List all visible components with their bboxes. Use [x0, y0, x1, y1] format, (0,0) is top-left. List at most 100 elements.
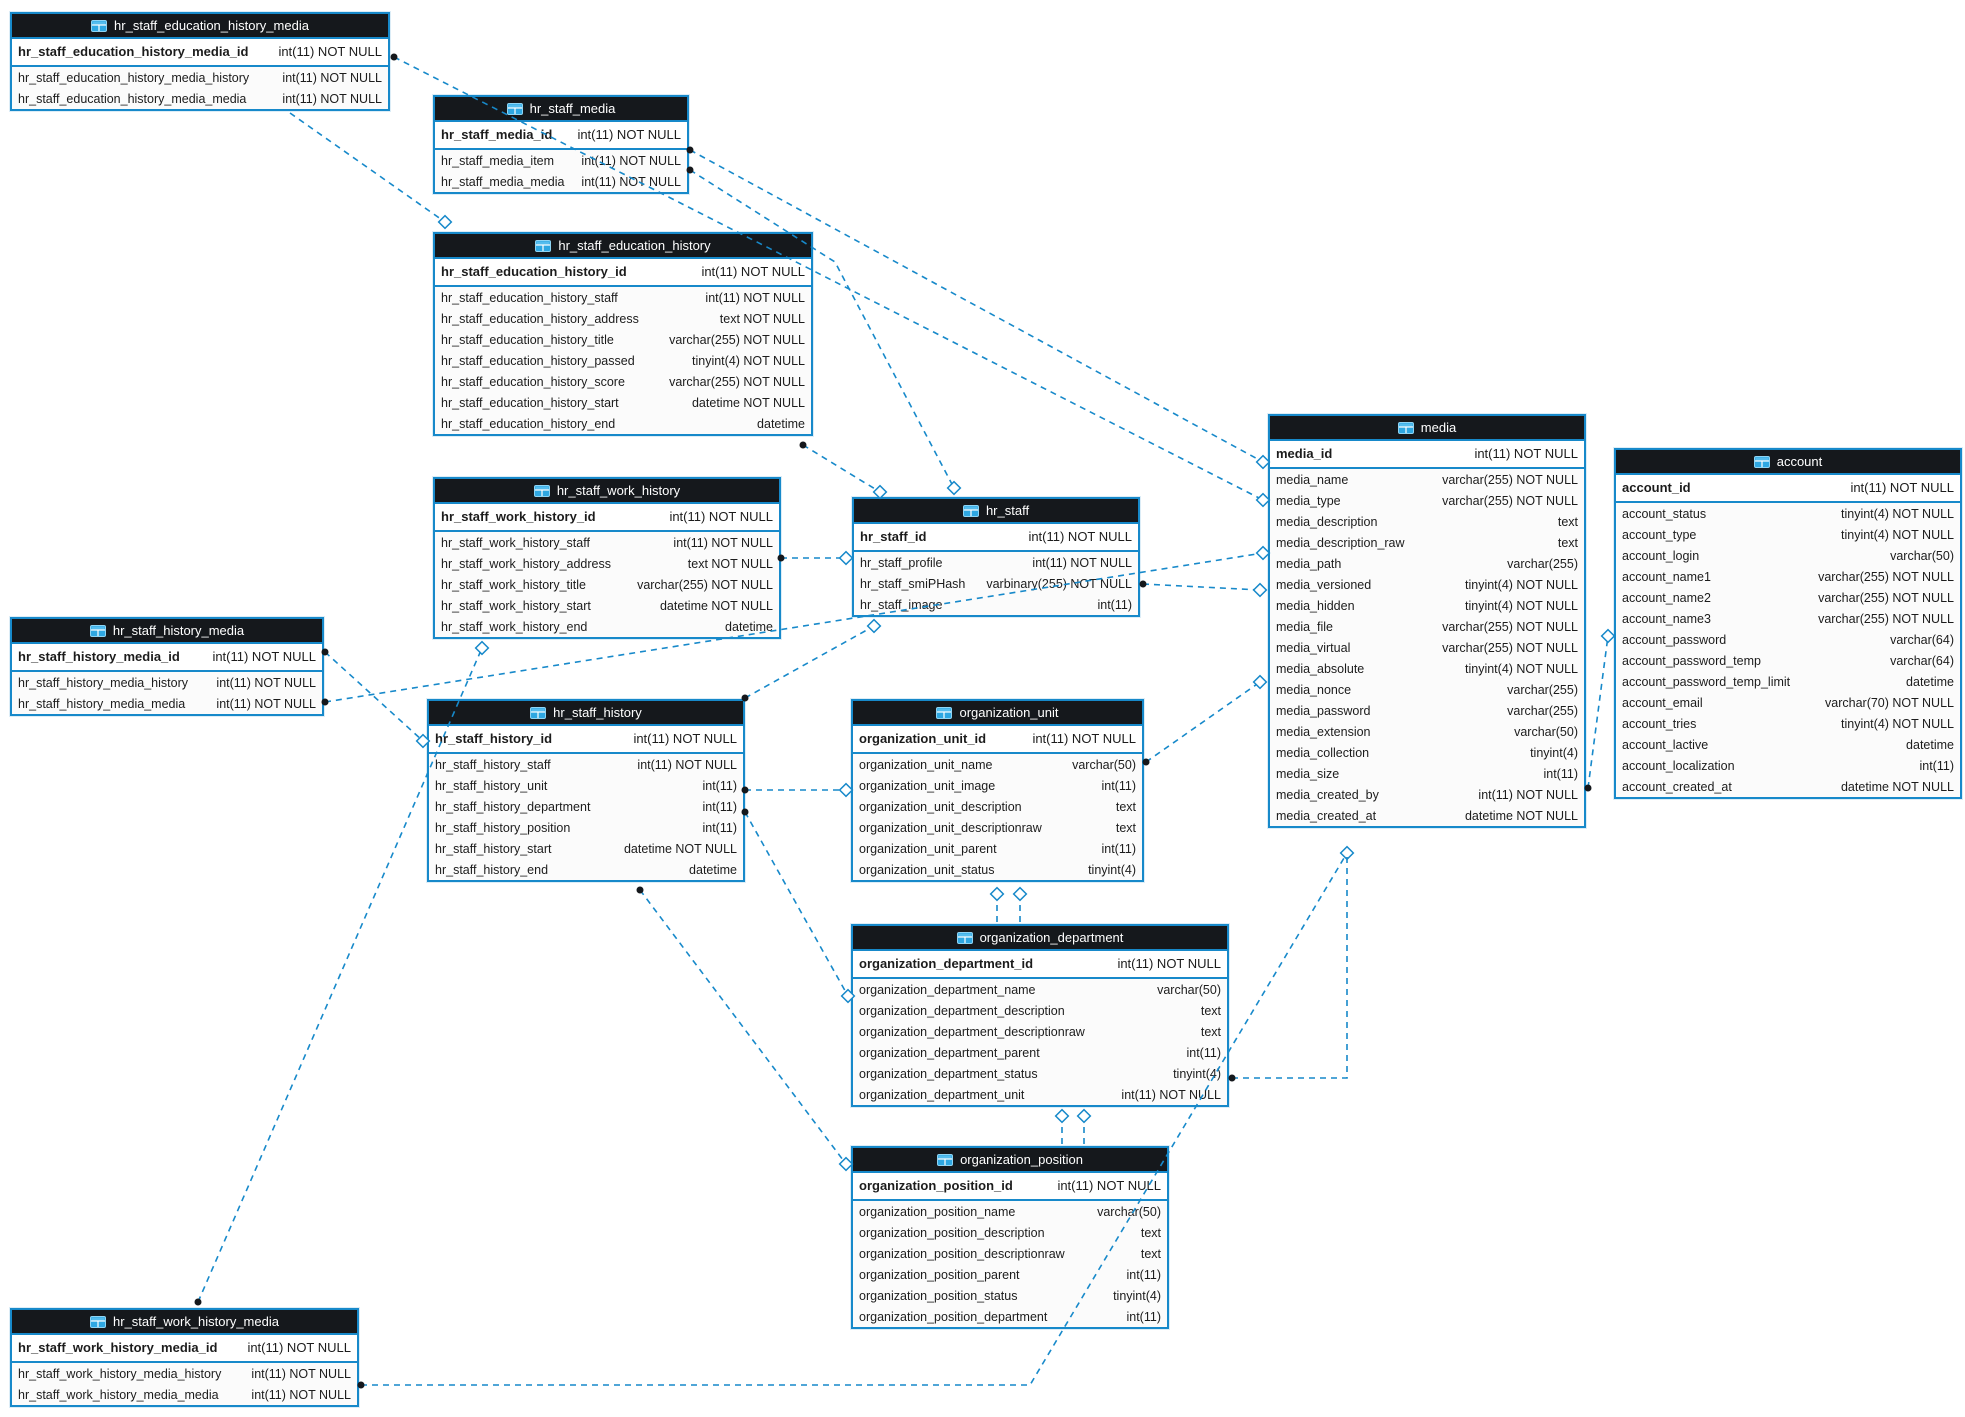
table-header[interactable]: hr_staff_education_history: [435, 234, 811, 259]
table-header[interactable]: hr_staff_media: [435, 97, 687, 122]
table-header[interactable]: hr_staff_work_history: [435, 479, 779, 504]
table-header[interactable]: hr_staff_education_history_media: [12, 14, 388, 39]
table-organization_position[interactable]: organization_position organization_positi…: [851, 1146, 1169, 1329]
table-header[interactable]: organization_position: [853, 1148, 1167, 1173]
table-header[interactable]: account: [1616, 450, 1960, 475]
table-hr_staff_work_history_media[interactable]: hr_staff_work_history_media hr_staff_work…: [10, 1308, 359, 1407]
table-header[interactable]: organization_unit: [853, 701, 1142, 726]
table-header[interactable]: media: [1270, 416, 1584, 441]
table-header[interactable]: organization_department: [853, 926, 1227, 951]
table-header[interactable]: hr_staff_work_history_media: [12, 1310, 357, 1335]
